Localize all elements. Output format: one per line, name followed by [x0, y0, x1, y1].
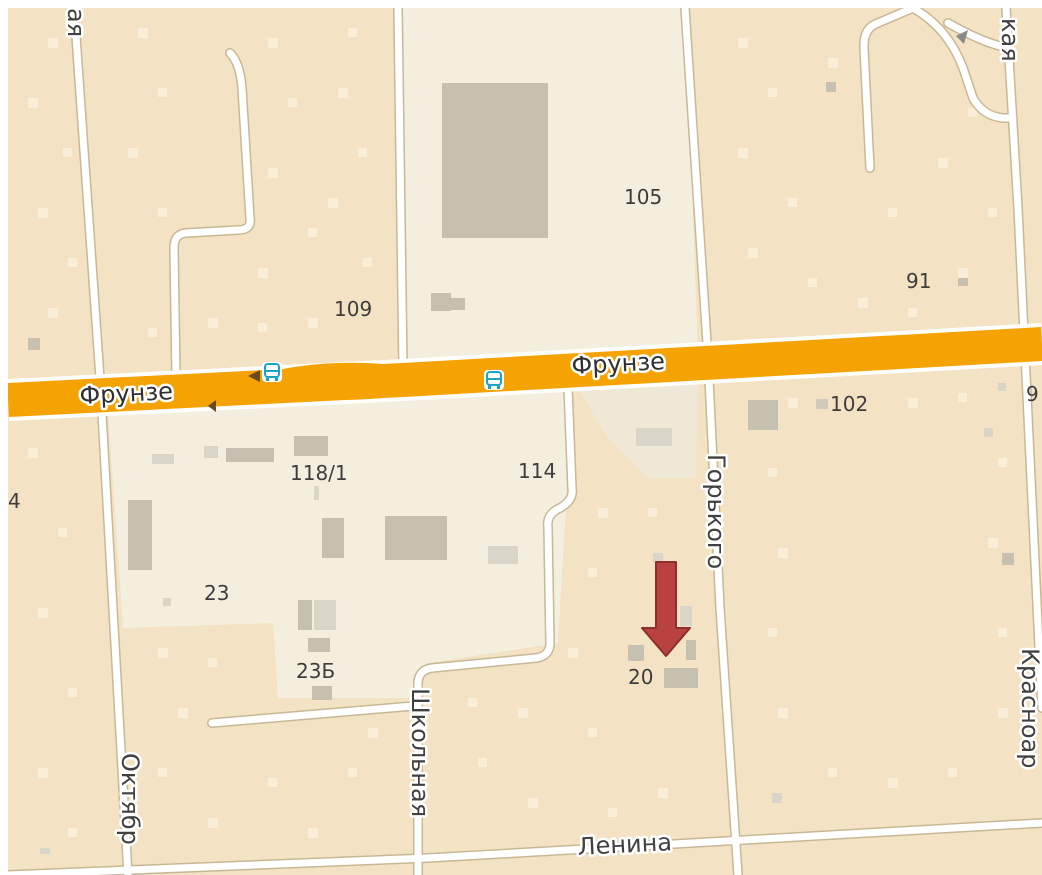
house-number-105: 105 [624, 185, 662, 209]
street-label-krasnoarm-top: кая [996, 18, 1024, 62]
street-label-shkolnaya: Школьная [406, 688, 434, 817]
street-label-krasnoarm-bottom: Красноар [1016, 648, 1042, 769]
street-label-frunze-east: Фрунзе [571, 347, 666, 380]
house-number-23b: 23Б [296, 659, 335, 683]
bus-stop-icon[interactable] [262, 362, 282, 382]
house-number-102: 102 [830, 392, 868, 416]
house-number-91: 91 [906, 269, 931, 293]
location-arrow-icon[interactable] [641, 561, 691, 657]
house-number-20: 20 [628, 665, 653, 689]
street-label-oktyabrskaya-top: ая [62, 8, 90, 37]
house-number-109: 109 [334, 297, 372, 321]
map-canvas: Фрунзе Фрунзе Ленина Горького Школьная а… [8, 8, 1042, 875]
direction-arrow-icon [248, 370, 260, 382]
direction-arrow-icon-2 [208, 400, 216, 412]
street-label-gorkogo: Горького [702, 454, 730, 569]
street-label-oktyabrskaya-bottom: Октябр [116, 753, 144, 845]
street-label-lenina: Ленина [577, 828, 673, 861]
map-viewport[interactable]: Фрунзе Фрунзе Ленина Горького Школьная а… [8, 8, 1042, 875]
frunze-road [8, 327, 1042, 417]
bus-stop-icon-2[interactable] [484, 370, 504, 390]
house-number-edge-4: 4 [8, 489, 21, 513]
street-label-frunze-west: Фрунзе [79, 377, 174, 410]
house-number-118-1: 118/1 [290, 461, 348, 485]
house-number-23: 23 [204, 581, 229, 605]
direction-arrow-icon-3 [956, 30, 968, 44]
house-number-edge-9: 9 [1026, 382, 1039, 406]
building-105-main [442, 83, 548, 238]
residential-dots [28, 28, 1008, 838]
house-number-114: 114 [518, 459, 556, 483]
minor-roads [8, 8, 1042, 875]
buildings [28, 82, 1014, 854]
